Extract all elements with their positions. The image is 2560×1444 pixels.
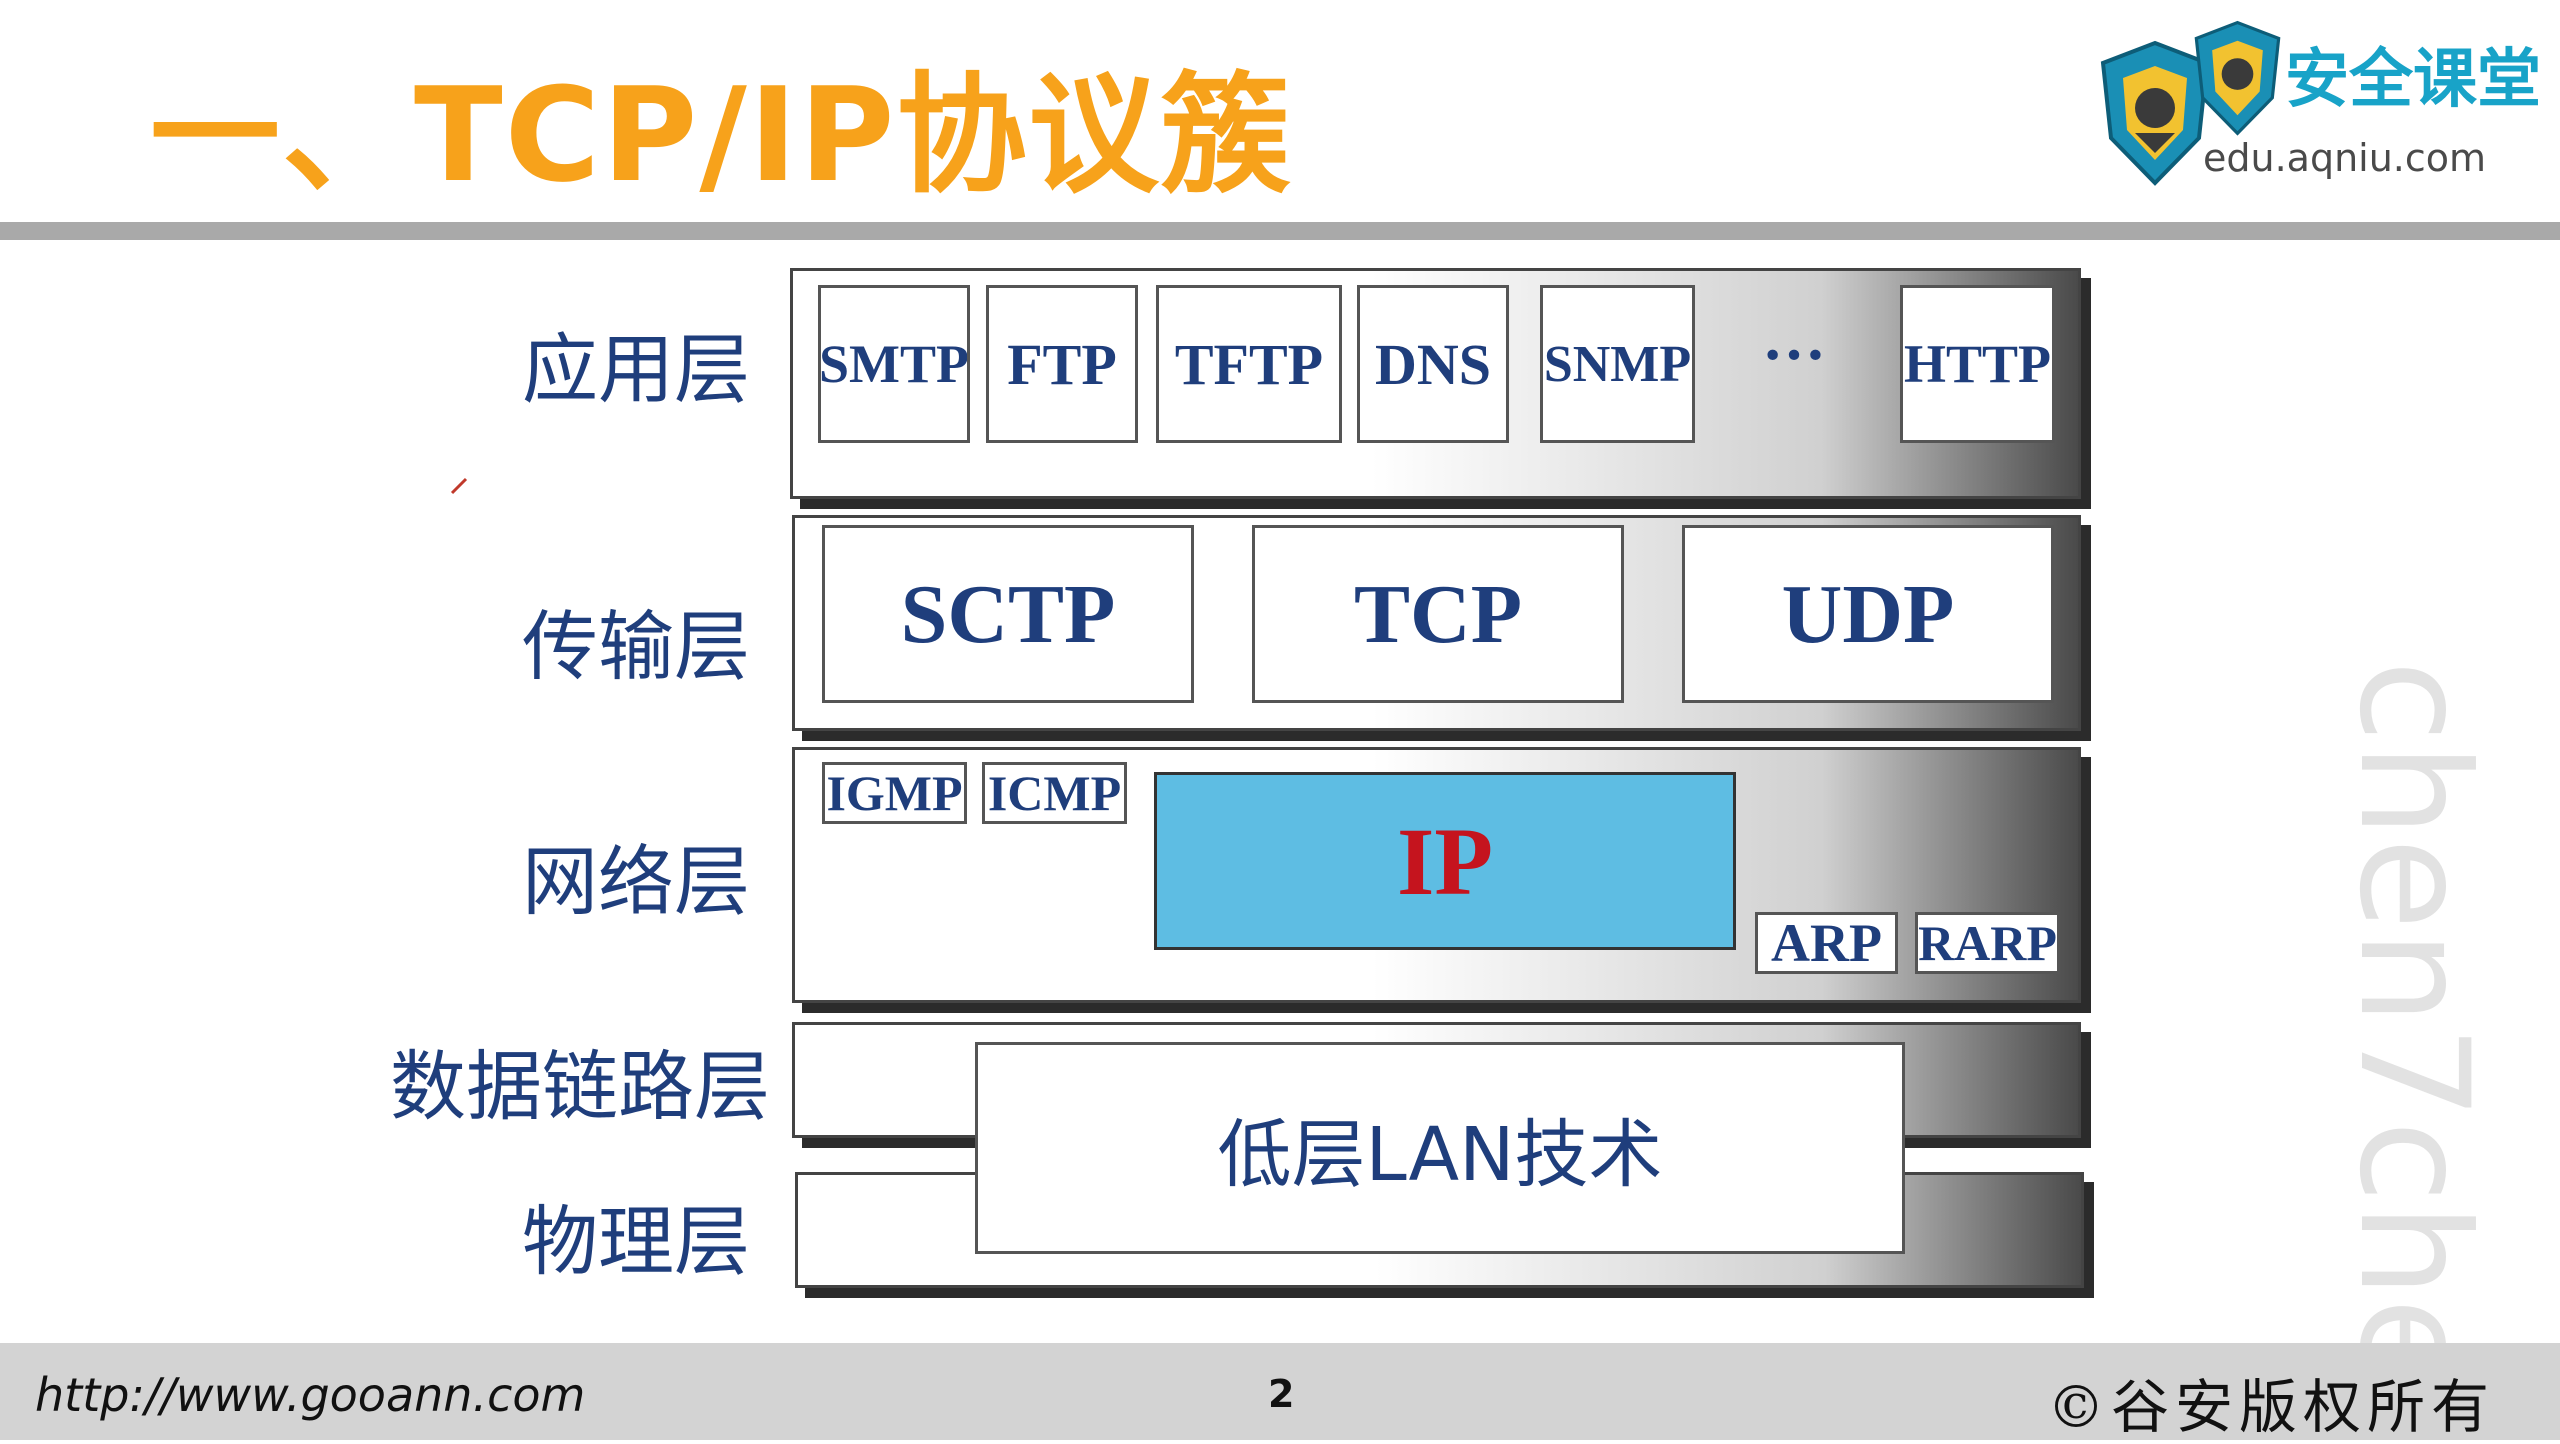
protocol-igmp: IGMP bbox=[822, 762, 967, 824]
page-number: 2 bbox=[1268, 1372, 1295, 1416]
protocol-http: HTTP bbox=[1900, 285, 2055, 443]
lan-technology-box: 低层LAN技术 bbox=[975, 1042, 1905, 1254]
protocol-ip: IP bbox=[1154, 772, 1736, 950]
label-datalink-layer: 数据链路层 bbox=[390, 1042, 770, 1131]
protocol-sctp: SCTP bbox=[822, 525, 1194, 703]
protocol-ftp: FTP bbox=[986, 285, 1138, 443]
protocol-dns: DNS bbox=[1357, 285, 1509, 443]
label-physical-layer: 物理层 bbox=[522, 1197, 750, 1286]
label-application-layer: 应用层 bbox=[522, 325, 750, 414]
pen-mark-icon bbox=[450, 477, 468, 495]
protocol-arp: ARP bbox=[1755, 912, 1898, 974]
footer-bar bbox=[0, 1343, 2560, 1440]
shield-logo-icon bbox=[2100, 40, 2210, 186]
title-divider bbox=[0, 222, 2560, 240]
label-transport-layer: 传输层 bbox=[522, 602, 750, 691]
logo-name: 安全课堂 bbox=[2285, 43, 2541, 117]
protocol-icmp: ICMP bbox=[982, 762, 1127, 824]
logo-url: edu.aqniu.com bbox=[2203, 136, 2487, 180]
logo: 安全课堂 edu.aqniu.com bbox=[2085, 18, 2555, 193]
footer-url: http://www.gooann.com bbox=[35, 1368, 586, 1422]
shield-logo-icon-secondary bbox=[2194, 20, 2281, 136]
protocol-tftp: TFTP bbox=[1156, 285, 1342, 443]
protocol-smtp: SMTP bbox=[818, 285, 970, 443]
slide-title: 一、TCP/IP协议簇 bbox=[150, 59, 1293, 211]
protocol-snmp: SNMP bbox=[1540, 285, 1695, 443]
footer-copyright: ©谷安版权所有 bbox=[2046, 1373, 2495, 1441]
watermark: chen7che bbox=[2326, 660, 2500, 1391]
protocol-udp: UDP bbox=[1682, 525, 2054, 703]
protocol-rarp: RARP bbox=[1915, 912, 2060, 974]
more-protocols-ellipsis: ··· bbox=[1762, 319, 1827, 390]
protocol-tcp: TCP bbox=[1252, 525, 1624, 703]
label-network-layer: 网络层 bbox=[522, 837, 750, 926]
